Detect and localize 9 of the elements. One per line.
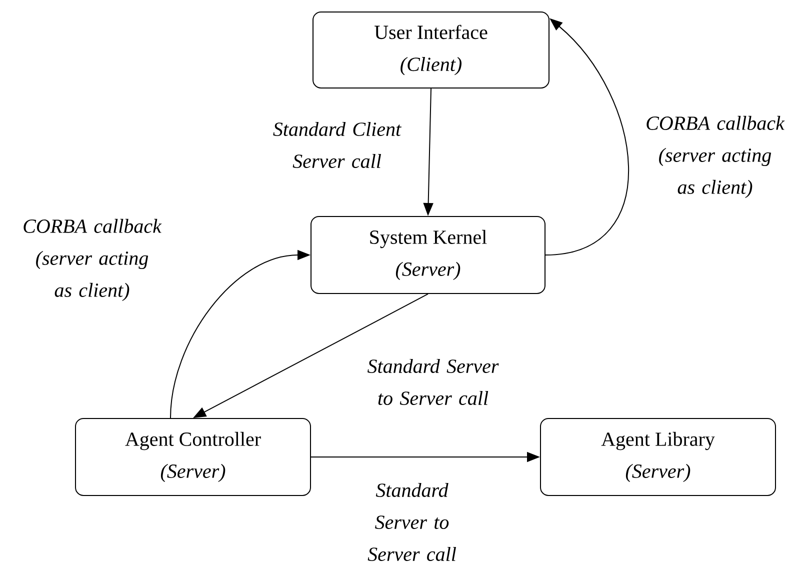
process-box: System Kernel (Server) [310,216,546,294]
process-box: Agent Controller (Server) [75,418,311,496]
edge-label: Standard Client Server call [273,122,402,168]
process-box: User Interface (Client) [312,12,550,88]
process-box: Agent Library (Server) [540,418,776,496]
edge-label: Standard Server to Server call [368,482,456,562]
edge-label: CORBA callback (server acting as client) [24,218,162,302]
edge-label: CORBA callback (server acting as client) [646,116,785,198]
edge-label: Standard Server to Server call [368,358,499,406]
